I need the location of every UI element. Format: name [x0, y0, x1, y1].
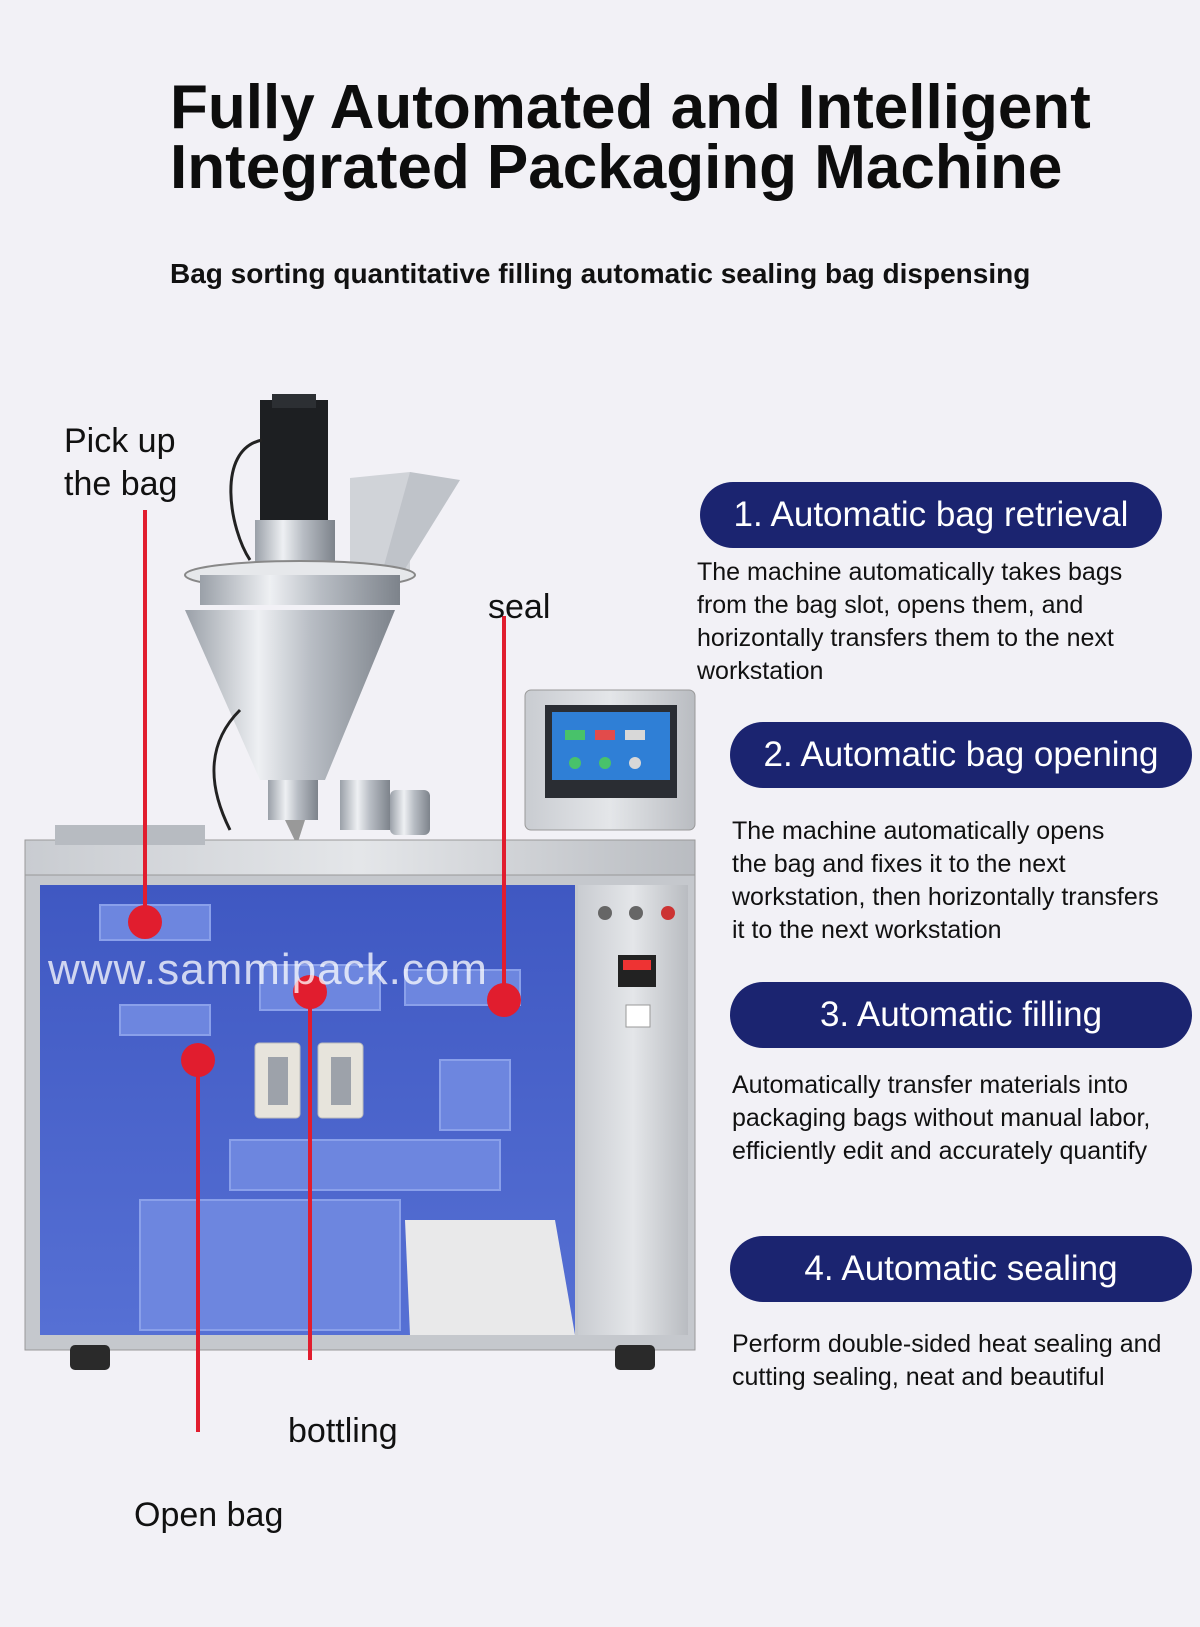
marker-open-bag [181, 1043, 215, 1077]
feature-2-title: 2. Automatic bag opening [730, 722, 1192, 788]
watermark: www.sammipack.com [48, 945, 488, 994]
hopper-chute [350, 472, 460, 585]
page-subtitle: Bag sorting quantitative filling automat… [170, 258, 1031, 289]
feature-3-title: 3. Automatic filling [730, 982, 1192, 1048]
feature-4-description: Perform double-sided heat sealing and cu… [732, 1330, 1162, 1391]
feature-3-description: Automatically transfer materials into pa… [732, 1071, 1151, 1165]
title-line-1: Fully Automated and Intelligent [170, 73, 1091, 142]
page-title: Fully Automated and Intelligent Integrat… [170, 73, 1130, 202]
control-panel [524, 689, 696, 831]
packaging-machine-image [24, 394, 696, 1432]
feature-1-description: The machine automatically takes bags fro… [697, 558, 1123, 685]
callout-pick-up-bag: Pick up the bag [64, 422, 178, 503]
callout-seal: seal [488, 588, 551, 626]
feature-1-title: 1. Automatic bag retrieval [700, 482, 1162, 548]
marker-seal [487, 983, 521, 1017]
marker-pick-up [128, 905, 162, 939]
marker-lines [143, 510, 506, 1432]
marker-bottling [293, 975, 327, 1009]
auger-funnel [184, 560, 430, 845]
title-line-2: Integrated Packaging Machine [170, 133, 1063, 202]
feature-2-description: The machine automatically opens the bag … [732, 817, 1159, 944]
callout-bottling: bottling [288, 1412, 398, 1450]
callout-open-bag: Open bag [134, 1496, 284, 1534]
internal-mechanism [99, 904, 521, 1331]
servo-motor [229, 394, 335, 570]
feature-4-title: 4. Automatic sealing [730, 1236, 1192, 1302]
